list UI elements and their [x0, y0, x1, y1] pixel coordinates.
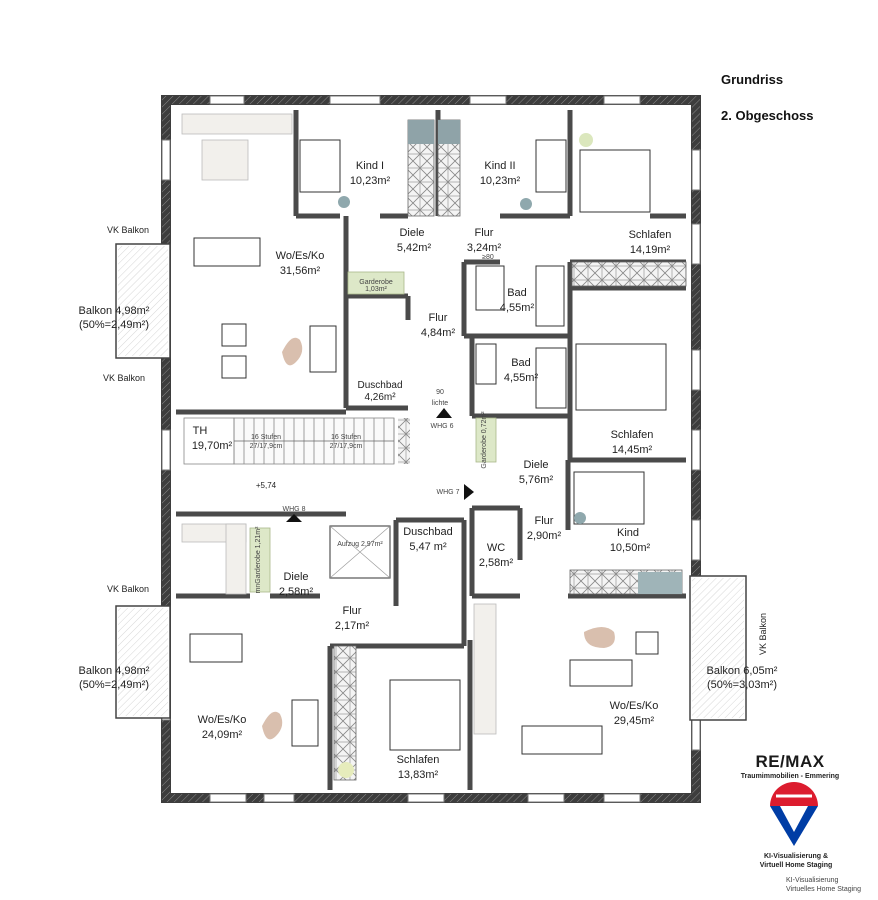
remax-tagline: Traumimmobilien - Emmering [740, 773, 840, 780]
room-flur2-area: 4,84m² [421, 327, 456, 339]
room-wo2-area: 24,09m² [202, 729, 243, 741]
room-kind1-name: Kind I [356, 160, 384, 172]
kitchens [181, 113, 497, 735]
balcony3-name: Balkon 6,05m² [707, 665, 778, 677]
stairs2b-label: 27/17,9cm [330, 443, 363, 450]
room-wo3-area: 29,45m² [614, 715, 655, 727]
room-kind1-area: 10,23m² [350, 175, 391, 187]
plants [338, 133, 593, 778]
room-flur3-name: Flur [535, 515, 554, 527]
stairwell [183, 417, 395, 465]
room-wo3-name: Wo/Es/Ko [610, 700, 659, 712]
whg6-label: WHG 6 [431, 423, 454, 430]
floor-subtitle: 2. Obgeschoss [721, 108, 814, 123]
furniture [189, 139, 667, 755]
door-80-label: ≥80 [482, 254, 494, 261]
aufzug-label: Aufzug 2,97m² [337, 541, 383, 548]
room-bad2-name: Bad [511, 357, 531, 369]
garderobe1-name: Garderobe [359, 279, 393, 286]
annotations: WHG 6 WHG 7 WHG 8 +5,74 16 Stufen 27/17,… [250, 254, 494, 593]
rugs [262, 337, 615, 740]
balcony1-half: (50%=2,49m²) [79, 319, 149, 331]
balcony1-vk-top: VK Balkon [107, 225, 149, 235]
garderobe3-label: mnGarderobe 1,21m² [255, 526, 262, 594]
balcony1-vk-bottom: VK Balkon [103, 373, 145, 383]
ki-credit-line2: Virtuell Home Staging [759, 862, 833, 869]
room-diele2-name: Diele [523, 459, 548, 471]
wardrobes [249, 271, 497, 593]
room-duschbad1-name: Duschbad [357, 380, 402, 391]
room-diele2-area: 5,76m² [519, 474, 554, 486]
level-label: +5,74 [256, 481, 277, 490]
door-90-label: 90 [436, 389, 444, 396]
room-wo2-name: Wo/Es/Ko [198, 714, 247, 726]
room-wo1-name: Wo/Es/Ko [276, 250, 325, 262]
room-flur4-area: 2,17m² [335, 620, 370, 632]
balcony2-name: Balkon 4,98m² [79, 665, 150, 677]
balcony2-vk-top: VK Balkon [107, 584, 149, 594]
room-schlafen3-name: Schlafen [397, 754, 440, 766]
room-flur4-name: Flur [343, 605, 362, 617]
ki-credit-faint: KI-Visualisierung Virtuelles Home Stagin… [786, 876, 861, 894]
balcony1-name: Balkon 4,98m² [79, 305, 150, 317]
room-bad2-area: 4,55m² [504, 372, 539, 384]
balcony2-half: (50%=2,49m²) [79, 679, 149, 691]
room-bad1-name: Bad [507, 287, 527, 299]
room-schlafen2-name: Schlafen [611, 429, 654, 441]
room-kind2-area: 10,23m² [480, 175, 521, 187]
ki-credit-line1: KI-Visualisierung & [763, 853, 829, 860]
plan-title: Grundriss [721, 72, 784, 87]
room-kind2-name: Kind II [484, 160, 515, 172]
ki-credit-faint1: KI-Visualisierung [786, 877, 839, 884]
room-labels: Kind I 10,23m² Kind II 10,23m² Wo/Es/Ko … [192, 160, 672, 781]
ki-credit-faint2: Virtuelles Home Staging [786, 886, 861, 893]
room-flur1-area: 3,24m² [467, 242, 502, 254]
remax-balloon-logo [770, 782, 818, 846]
room-kind3-area: 10,50m² [610, 542, 651, 554]
room-duschbad1-area: 4,26m² [364, 392, 396, 403]
room-bad1-area: 4,55m² [500, 302, 535, 314]
stairs1-label: 16 Stufen [251, 434, 281, 441]
room-th-name: TH [193, 425, 208, 437]
entrance-markers [286, 408, 474, 522]
remax-brand: RE/MAX [755, 752, 825, 771]
room-diele3-name: Diele [283, 571, 308, 583]
room-duschbad2-name: Duschbad [403, 526, 453, 538]
room-diele1-area: 5,42m² [397, 242, 432, 254]
room-schlafen2-area: 14,45m² [612, 444, 653, 456]
shafts [333, 119, 687, 781]
room-diele1-name: Diele [399, 227, 424, 239]
room-diele3-area: 2,58m² [279, 586, 314, 598]
garderobe2-label: Garderobe 0,72m² [481, 411, 488, 469]
elevator [329, 525, 391, 579]
whg8-label: WHG 8 [283, 506, 306, 513]
remax-logo: RE/MAX Traumimmobilien - Emmering [735, 752, 845, 780]
garderobe1-area: 1,03m² [365, 286, 387, 293]
room-schlafen1-area: 14,19m² [630, 244, 671, 256]
interior-walls [176, 110, 686, 790]
room-kind3-name: Kind [617, 527, 639, 539]
room-wc-area: 2,58m² [479, 557, 514, 569]
room-wc-name: WC [487, 542, 505, 554]
room-flur2-name: Flur [429, 312, 448, 324]
balcony-hatch [118, 246, 744, 718]
room-schlafen1-name: Schlafen [629, 229, 672, 241]
room-schlafen3-area: 13,83m² [398, 769, 439, 781]
room-flur3-area: 2,90m² [527, 530, 562, 542]
room-flur1-name: Flur [475, 227, 494, 239]
stairs1b-label: 27/17,9cm [250, 443, 283, 450]
stairs2-label: 16 Stufen [331, 434, 361, 441]
ki-credit: KI-Visualisierung & Virtuell Home Stagin… [748, 852, 844, 870]
room-wo1-area: 31,56m² [280, 265, 321, 277]
balcony3-vk-side: VK Balkon [758, 613, 768, 655]
room-th-area: 19,70m² [192, 440, 233, 452]
lichte-label: lichte [432, 400, 448, 407]
balcony3-half: (50%=3,03m²) [707, 679, 777, 691]
whg7-label: WHG 7 [437, 489, 460, 496]
balcony-labels: VK Balkon Balkon 4,98m² (50%=2,49m²) VK … [79, 225, 778, 691]
room-duschbad2-area: 5,47 m² [409, 541, 447, 553]
